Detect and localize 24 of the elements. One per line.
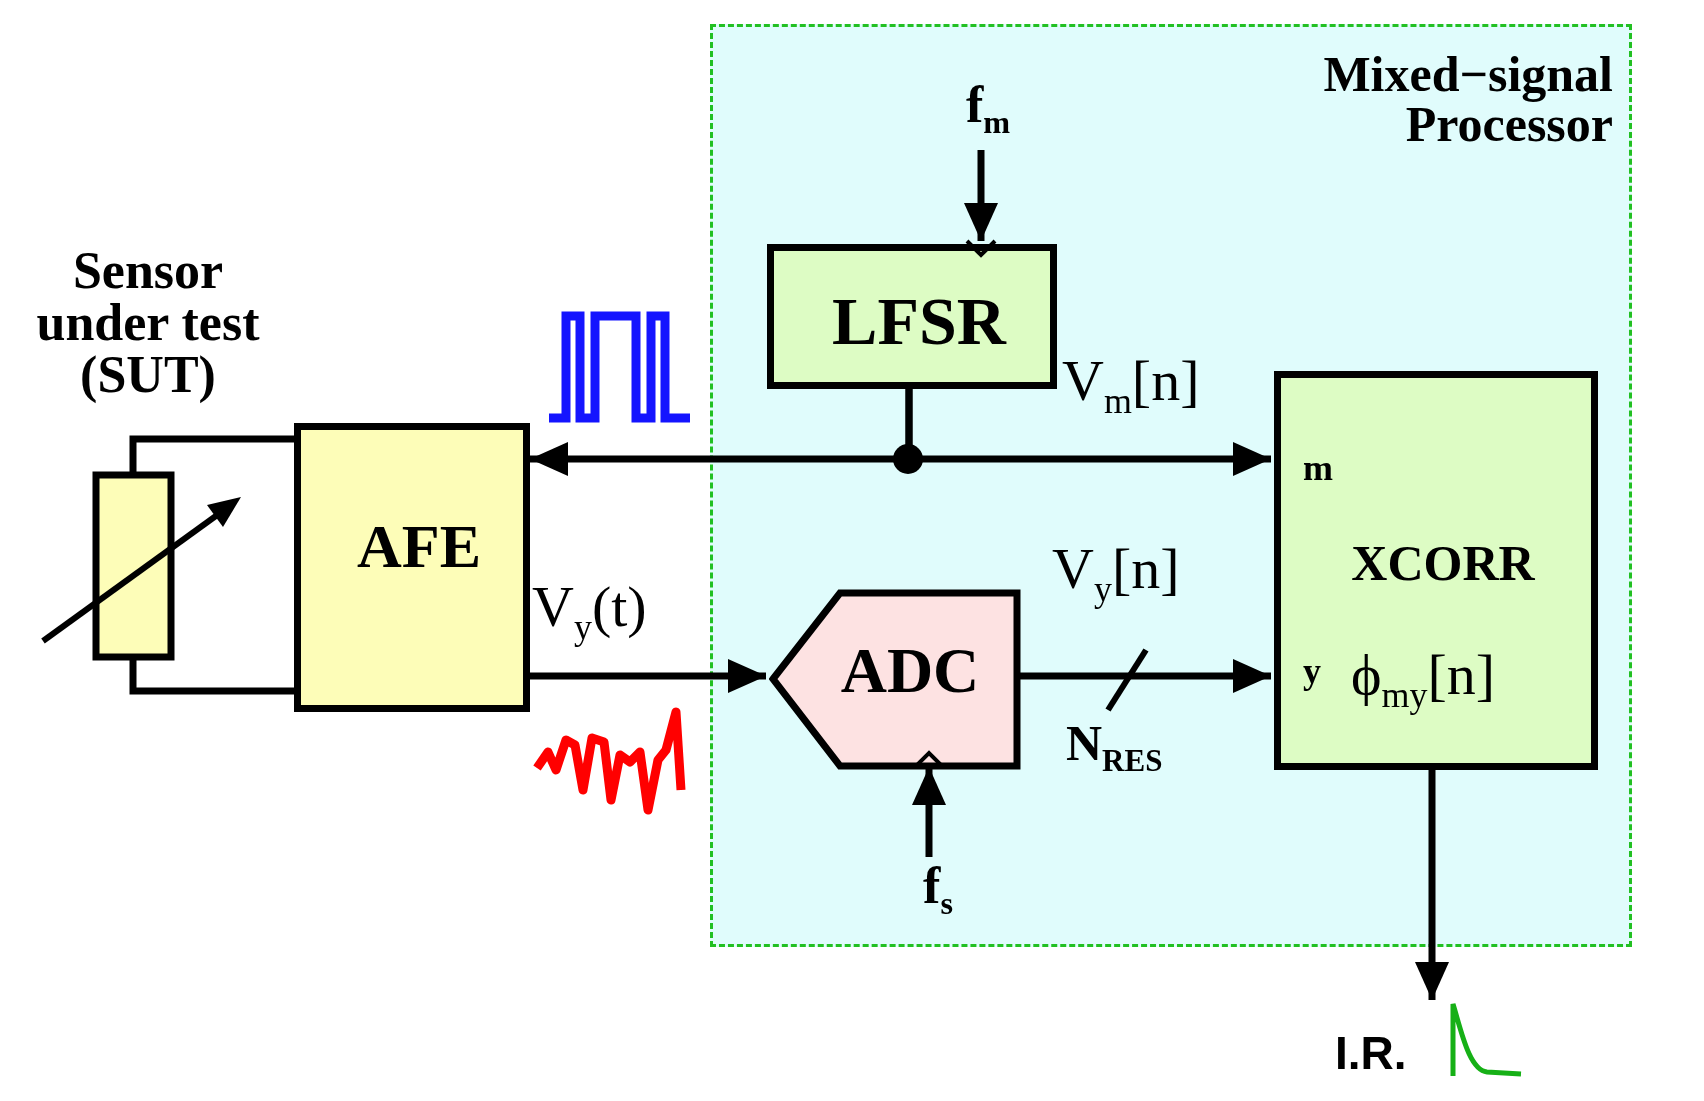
edge-label: V$_{y}$(t) bbox=[532, 578, 647, 646]
output-signal-label: ϕ$_{my}$[n] bbox=[1351, 646, 1496, 714]
block-label: ADC bbox=[839, 639, 981, 703]
block-label: LFSR bbox=[831, 287, 1008, 355]
port-label: m bbox=[1303, 450, 1333, 486]
dashed-group-box bbox=[710, 24, 1632, 947]
sensor-label: Sensor under test (SUT) bbox=[35, 245, 261, 401]
lfsr-block bbox=[767, 244, 1057, 389]
edge-label: V$_{m}$[n] bbox=[1062, 352, 1200, 420]
arrow bbox=[1415, 767, 1449, 1000]
port-label: y bbox=[1303, 653, 1321, 689]
output-label: I.R. bbox=[1335, 1030, 1407, 1076]
connector-wire bbox=[129, 435, 294, 475]
bus-width-label: N$_{RES}$ bbox=[1066, 718, 1163, 776]
xcorr-block bbox=[1274, 371, 1598, 770]
frequency-label: f$_{s}$ bbox=[922, 860, 954, 920]
arrow bbox=[530, 659, 766, 693]
edge-label: V$_{y}$[n] bbox=[1052, 540, 1180, 608]
frequency-label: f$_{m}$ bbox=[964, 79, 1012, 139]
block-label: XCORR bbox=[1350, 538, 1536, 588]
group-title: Mixed−signal Processor bbox=[1322, 49, 1613, 149]
block-label: AFE bbox=[356, 515, 482, 577]
connector-wire bbox=[129, 657, 294, 695]
afe-block bbox=[294, 423, 530, 712]
